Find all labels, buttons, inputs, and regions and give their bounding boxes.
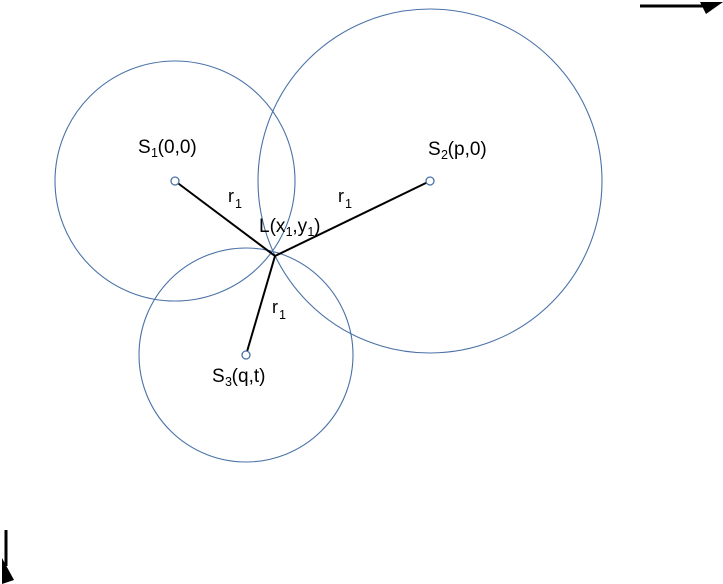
label-r3-letter: r xyxy=(272,297,278,317)
center-marker-s3 xyxy=(241,350,251,360)
label-l-subscript-y: 1 xyxy=(307,225,315,239)
radius-line-s1 xyxy=(174,180,276,257)
label-l-mid: ,y xyxy=(292,216,308,237)
label-r1-subscript: 1 xyxy=(235,196,243,211)
label-l-point: L(x1,y1) xyxy=(259,216,321,239)
label-l-name: L(x xyxy=(259,216,286,237)
label-s2-coords: (p,0) xyxy=(447,139,487,160)
label-s2-letter: S xyxy=(428,139,441,160)
label-radius-s3: r1 xyxy=(272,297,286,321)
circle-s1 xyxy=(54,60,296,302)
radius-line-s3 xyxy=(245,255,276,356)
circle-s3 xyxy=(138,247,354,463)
center-marker-s2 xyxy=(425,176,435,186)
circle-s2 xyxy=(257,8,603,354)
top-right-corner-decoration xyxy=(640,2,723,14)
label-s2-subscript: 2 xyxy=(440,148,448,162)
label-s1-subscript: 1 xyxy=(150,146,158,160)
label-s1-letter: S xyxy=(138,137,151,158)
label-l-subscript-x: 1 xyxy=(285,225,293,239)
label-l-close: ) xyxy=(314,216,321,237)
label-radius-s1: r1 xyxy=(228,186,242,210)
radius-line-s2 xyxy=(274,180,431,257)
label-s3-coords: (q,t) xyxy=(231,366,266,387)
label-r2-letter: r xyxy=(338,186,344,206)
label-s1: S1(0,0) xyxy=(138,137,197,160)
label-s1-coords: (0,0) xyxy=(157,137,197,158)
label-radius-s2: r1 xyxy=(338,186,352,210)
bottom-left-corner-decoration xyxy=(2,530,14,584)
label-r3-subscript: 1 xyxy=(279,307,287,322)
center-marker-s1 xyxy=(170,176,180,186)
label-s3: S3(q,t) xyxy=(212,366,266,389)
label-r1-letter: r xyxy=(228,186,234,206)
label-s3-letter: S xyxy=(212,366,225,387)
label-r2-subscript: 1 xyxy=(345,196,353,211)
label-s3-subscript: 3 xyxy=(224,375,232,389)
label-s2: S2(p,0) xyxy=(428,139,487,162)
